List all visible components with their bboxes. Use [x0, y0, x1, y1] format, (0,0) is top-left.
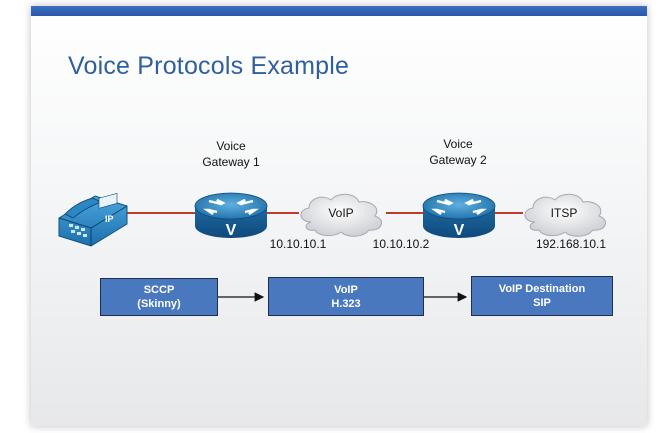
protocol-box-sccp-line2: (Skinny): [137, 298, 181, 310]
gateway-2-label-line2: Gateway 2: [429, 153, 487, 167]
gateway-1-label-line2: Gateway 1: [202, 155, 260, 169]
router-icon-gateway-1: V: [194, 192, 268, 239]
protocol-box-sip: VoIP Destination SIP: [471, 276, 613, 316]
address-10-10-10-2: 10.10.10.2: [372, 237, 430, 251]
slide-title: Voice Protocols Example: [68, 52, 350, 80]
protocol-box-sccp: SCCP (Skinny): [100, 278, 218, 316]
cloud-icon-voip: [300, 193, 383, 237]
cloud-icon-itsp: [524, 193, 607, 237]
gateway-2-label: Voice Gateway 2: [418, 136, 498, 168]
gateway-1-label: Voice Gateway 1: [191, 138, 271, 170]
gateway-1-glyph: V: [226, 222, 237, 239]
protocol-box-h323-line2: H.323: [331, 297, 361, 310]
network-diagram: IP V VoIP: [58, 192, 607, 302]
address-192-168-10-1: 192.168.10.1: [535, 237, 607, 251]
protocol-box-h323: VoIP H.323: [268, 277, 424, 316]
router-icon-gateway-2: V: [422, 192, 496, 239]
cloud-voip-label: VoIP: [328, 206, 353, 220]
gateway-2-glyph: V: [454, 222, 465, 239]
cloud-itsp-label: ITSP: [551, 206, 578, 220]
protocol-box-h323-line1: VoIP: [334, 283, 358, 296]
gateway-1-label-line1: Voice: [216, 139, 246, 153]
address-10-10-10-1: 10.10.10.1: [269, 237, 327, 251]
ip-phone-icon: IP: [58, 193, 128, 247]
gateway-2-label-line1: Voice: [443, 137, 473, 151]
protocol-box-sip-line2: SIP: [533, 297, 551, 309]
protocol-box-sip-line1: VoIP Destination: [498, 283, 586, 295]
protocol-box-sccp-line1: SCCP: [143, 284, 175, 296]
slide: Voice Protocols Example: [31, 6, 647, 426]
slide-top-bar: [31, 6, 647, 16]
phone-ip-text: IP: [105, 214, 114, 224]
